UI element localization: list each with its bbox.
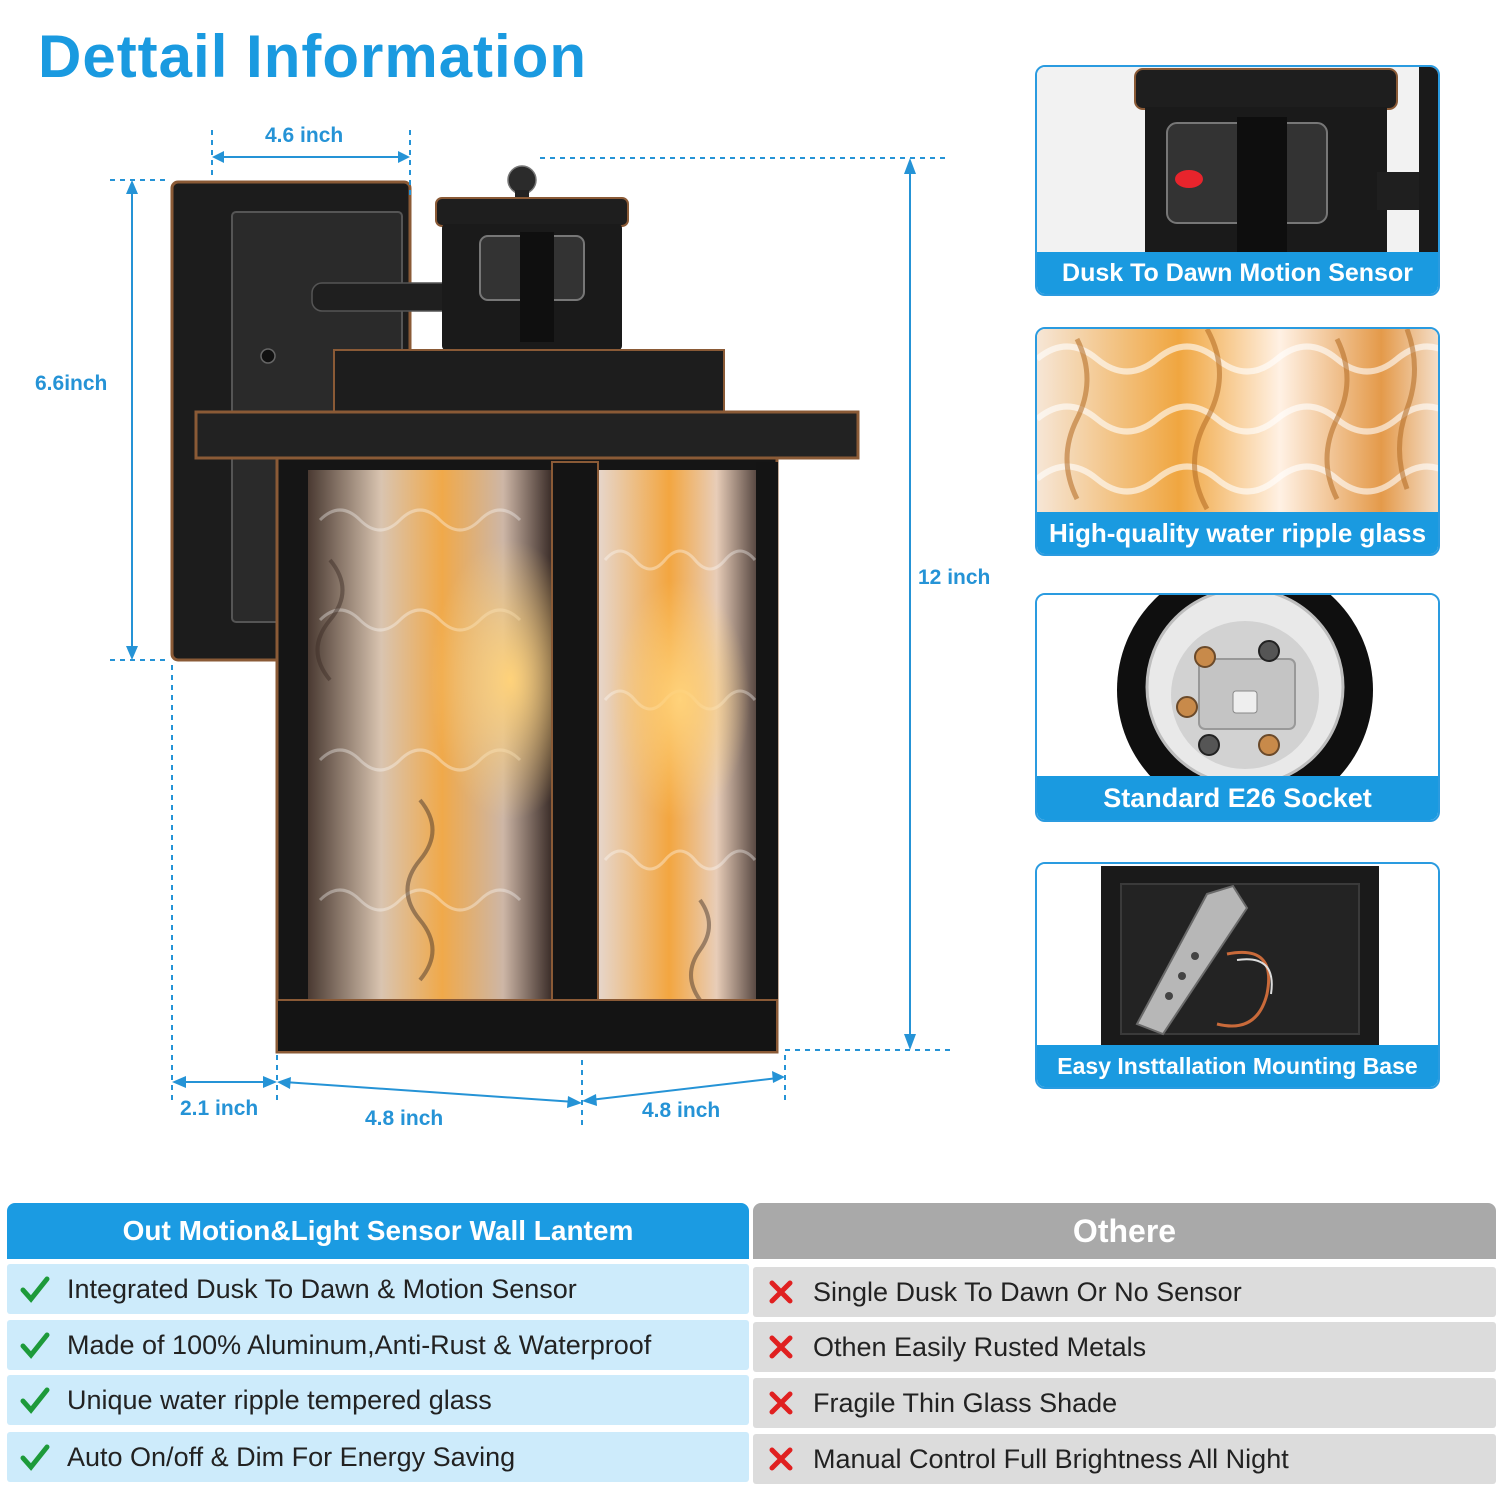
ours-row: Made of 100% Aluminum,Anti-Rust & Waterp… xyxy=(7,1320,749,1370)
others-header: Othere xyxy=(753,1203,1496,1259)
cross-icon xyxy=(753,1334,809,1360)
feature-caption-motion-sensor: Dusk To Dawn Motion Sensor xyxy=(1037,252,1438,294)
cross-icon xyxy=(753,1446,809,1472)
others-row: Manual Control Full Brightness All Night xyxy=(753,1434,1496,1484)
others-row-text: Othen Easily Rusted Metals xyxy=(813,1331,1147,1362)
check-icon xyxy=(7,1385,63,1415)
e26-socket-icon xyxy=(1037,595,1438,820)
others-row: Single Dusk To Dawn Or No Sensor xyxy=(753,1267,1496,1317)
ours-row: Integrated Dusk To Dawn & Motion Sensor xyxy=(7,1264,749,1314)
feature-caption-mounting-base: Easy Insttallation Mounting Base xyxy=(1037,1045,1438,1087)
others-row-text: Fragile Thin Glass Shade xyxy=(813,1387,1118,1418)
feature-card-motion-sensor: Dusk To Dawn Motion Sensor xyxy=(1035,65,1440,296)
others-row-text: Manual Control Full Brightness All Night xyxy=(813,1443,1289,1474)
ours-row-text: Unique water ripple tempered glass xyxy=(67,1384,492,1415)
dimension-height-back: 6.6inch xyxy=(35,372,108,395)
dimension-height-total: 12 inch xyxy=(918,566,991,589)
cross-icon xyxy=(753,1279,809,1305)
dimension-width-side: 4.8 inch xyxy=(642,1099,721,1122)
ours-row-text: Made of 100% Aluminum,Anti-Rust & Waterp… xyxy=(67,1329,652,1360)
ours-header: Out Motion&Light Sensor Wall Lantem xyxy=(7,1203,749,1259)
page-title: Dettail Information xyxy=(38,23,588,90)
others-row: Fragile Thin Glass Shade xyxy=(753,1378,1496,1428)
check-icon xyxy=(7,1274,63,1304)
dimension-width-front: 4.8 inch xyxy=(365,1107,444,1130)
dimension-top-width: 4.6 inch xyxy=(265,124,344,147)
ours-row: Unique water ripple tempered glass xyxy=(7,1375,749,1425)
cross-icon xyxy=(753,1390,809,1416)
others-row: Othen Easily Rusted Metals xyxy=(753,1322,1496,1372)
feature-card-mounting-base: Easy Insttallation Mounting Base xyxy=(1035,862,1440,1089)
feature-card-e26-socket: Standard E26 Socket xyxy=(1035,593,1440,822)
ours-row-text: Integrated Dusk To Dawn & Motion Sensor xyxy=(67,1273,577,1304)
lantern-illustration xyxy=(110,130,950,1125)
feature-caption-e26-socket: Standard E26 Socket xyxy=(1037,776,1438,820)
ours-row-text: Auto On/off & Dim For Energy Saving xyxy=(67,1441,516,1472)
check-icon xyxy=(7,1442,63,1472)
ours-row: Auto On/off & Dim For Energy Saving xyxy=(7,1432,749,1482)
others-row-text: Single Dusk To Dawn Or No Sensor xyxy=(813,1276,1242,1307)
feature-caption-ripple-glass: High-quality water ripple glass xyxy=(1037,512,1438,554)
mounting-base-icon xyxy=(1037,864,1438,1087)
feature-card-ripple-glass: High-quality water ripple glass xyxy=(1035,327,1440,556)
dimension-depth: 2.1 inch xyxy=(180,1097,259,1120)
check-icon xyxy=(7,1330,63,1360)
